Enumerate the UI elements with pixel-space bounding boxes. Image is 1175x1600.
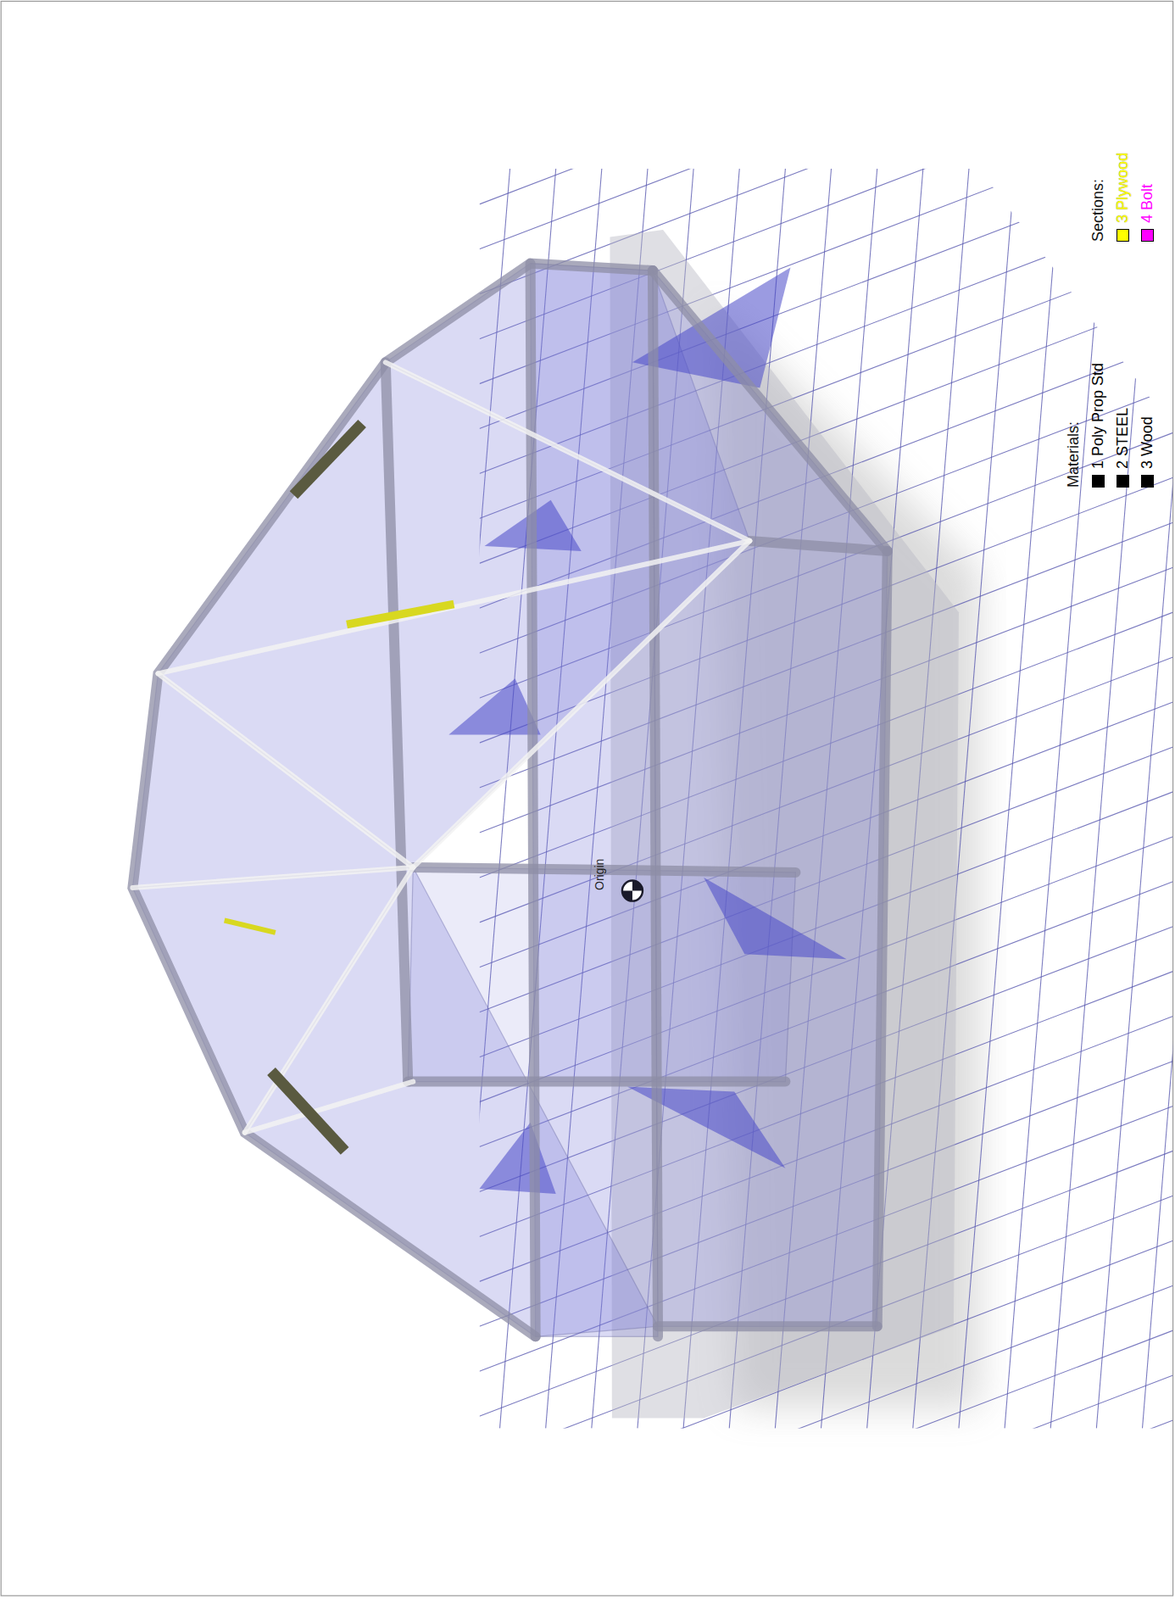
ground-plane xyxy=(609,229,958,1419)
legend-swatch xyxy=(1116,474,1130,488)
wood-member xyxy=(294,423,363,496)
legend-block: Sections: 3 Plywood 4 Bolt xyxy=(1085,152,1160,242)
legend-heading: Materials: xyxy=(1064,421,1083,488)
legend-text: 3 Wood xyxy=(1138,416,1157,469)
gussets xyxy=(448,267,847,1193)
legend-entry: 2 STEEL xyxy=(1110,362,1136,488)
legend-block: Materials: 1 Poly Prop Std 2 STEEL 3 Wood xyxy=(1061,362,1160,488)
legend-entry: 3 Plywood xyxy=(1110,152,1136,242)
legend-swatch xyxy=(1141,228,1154,242)
legend: Materials: 1 Poly Prop Std 2 STEEL 3 Wood Se… xyxy=(1061,0,1164,488)
legend-text: 3 Plywood xyxy=(1113,152,1132,223)
legend-heading: Sections: xyxy=(1089,178,1108,242)
frame-members xyxy=(132,263,887,1337)
panels xyxy=(132,263,887,1337)
legend-text: 1 Poly Prop Std xyxy=(1089,362,1108,469)
legend-swatch xyxy=(1141,474,1154,488)
legend-text: 4 Bolt xyxy=(1138,183,1157,223)
origin-label: Origin xyxy=(592,858,607,891)
ground-grid xyxy=(407,0,1175,1600)
legend-swatch xyxy=(1091,474,1105,488)
plywood-member xyxy=(224,919,276,932)
wood-member xyxy=(271,1071,346,1152)
origin-label-holder: Origin xyxy=(591,858,607,891)
origin-symbol xyxy=(622,880,643,902)
plywood-member xyxy=(346,604,454,625)
legend-text: 2 STEEL xyxy=(1113,407,1132,469)
legend-entry: 4 Bolt xyxy=(1135,152,1160,242)
legend-swatch xyxy=(1116,228,1130,242)
legend-entry: 3 Wood xyxy=(1135,362,1160,488)
legend-entry: 1 Poly Prop Std xyxy=(1085,362,1111,488)
frame-highlights xyxy=(132,361,750,1132)
